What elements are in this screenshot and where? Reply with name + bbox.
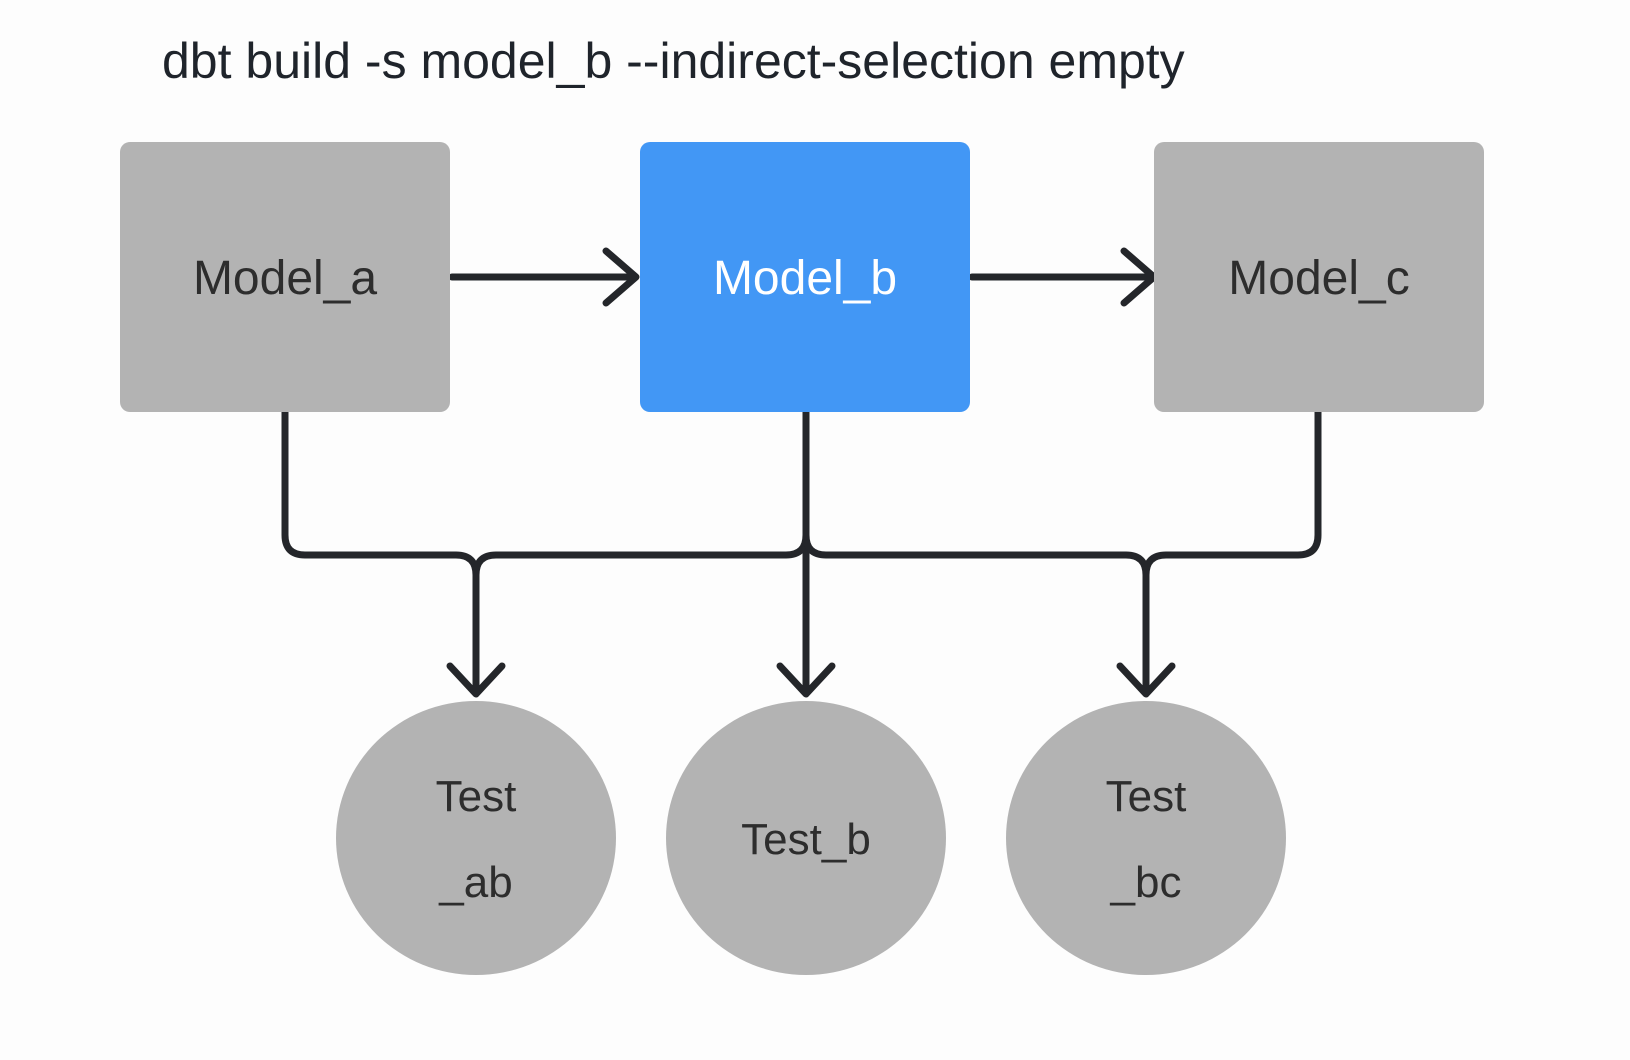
model-c-node [1154,142,1484,412]
test-bc-label-line2: _bc [1110,858,1182,907]
test-ab-node [336,701,616,975]
model-a-label: Model_a [193,252,377,305]
test-b-node [666,701,946,975]
arrowhead-test-bc [1116,662,1176,698]
test-ab-label-line2: _ab [438,858,512,907]
model-c-label: Model_c [1228,252,1409,305]
test-nodes: Test _ab Test_b Test _bc [336,701,1286,975]
test-b-label: Test_b [741,815,871,864]
arrowhead-test-ab [446,662,506,698]
edge-group [281,247,1322,698]
model-b-label: Model_b [713,252,897,305]
edge-model-b-to-test-ab [472,408,810,696]
model-nodes: Model_a Model_b Model_c [120,142,1484,412]
test-bc-label-line1: Test [1106,772,1187,821]
test-bc-node [1006,701,1286,975]
command-title: dbt build -s model_b --indirect-selectio… [162,33,1185,89]
edge-model-a-to-model-b [448,247,640,307]
model-a-node [120,142,450,412]
edge-model-b-to-test-bc [802,408,1150,696]
arrowhead-test-b [776,662,836,698]
edge-model-b-to-model-c [968,247,1158,307]
test-ab-label-line1: Test [436,772,517,821]
edge-model-a-to-test-ab [281,408,480,696]
edge-model-c-to-test-bc [1142,408,1322,696]
model-b-node-selected [640,142,970,412]
